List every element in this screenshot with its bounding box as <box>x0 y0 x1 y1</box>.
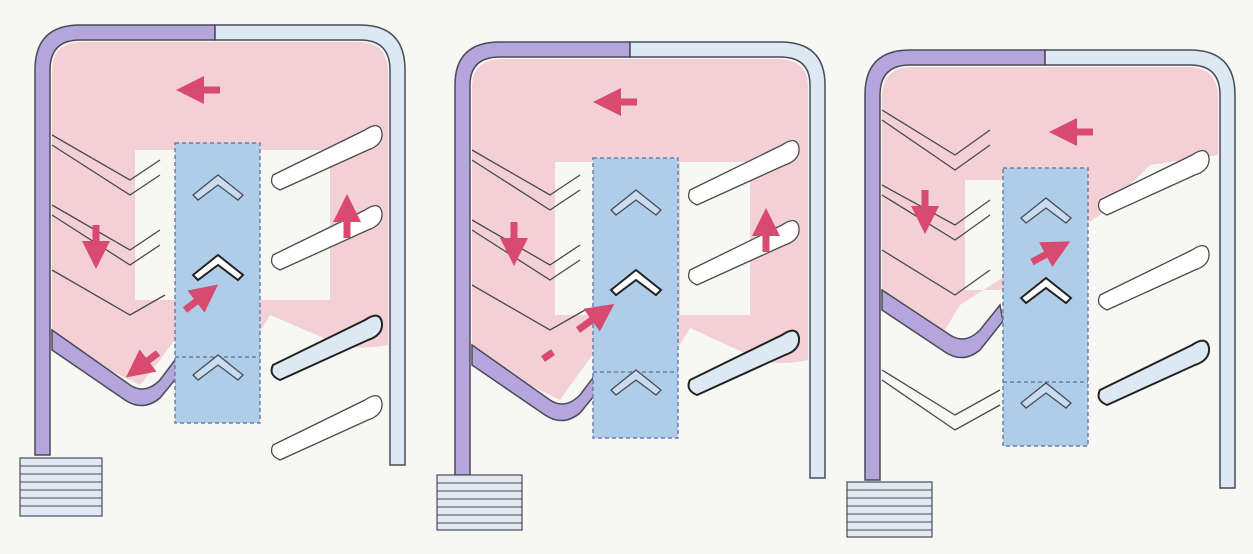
base-grille <box>20 458 102 516</box>
airflow-diagram-1 <box>20 25 405 516</box>
airflow-diagram-2 <box>437 42 825 530</box>
base-grille <box>437 475 522 530</box>
left-vane <box>882 380 1000 430</box>
right-vane <box>272 396 383 460</box>
right-vane <box>1099 246 1210 310</box>
base-grille <box>847 482 932 537</box>
central-column <box>1003 168 1088 446</box>
airflow-diagram-3 <box>847 50 1235 537</box>
right-vane <box>1099 341 1210 405</box>
